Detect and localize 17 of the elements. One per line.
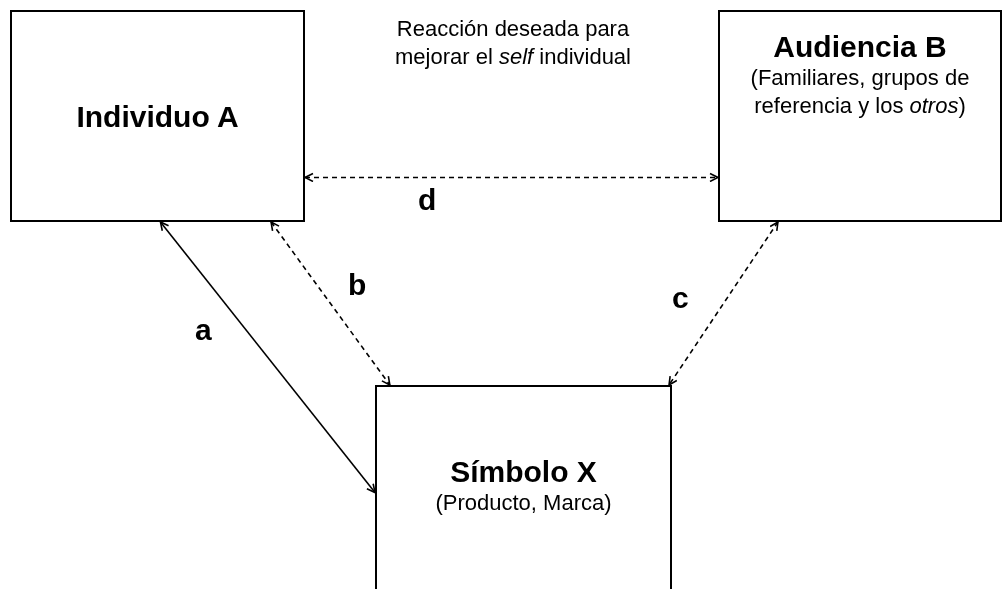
- edge-label: d: [418, 183, 437, 217]
- double-arrow: [304, 172, 719, 183]
- box-title: Individuo A: [76, 100, 239, 134]
- box-title: Símbolo X: [450, 455, 597, 489]
- double-arrow: [668, 221, 779, 386]
- edge-label: c: [672, 281, 689, 315]
- annotation-text: Reacción deseada para mejorar el self individual: [394, 15, 632, 70]
- edge-label: b: [348, 268, 367, 302]
- text-box: [718, 10, 1002, 222]
- double-arrow: [159, 221, 376, 494]
- description-text: (Familiares, grupos de referencia y los otros): [749, 64, 971, 119]
- edge-label: a: [195, 313, 212, 347]
- text-box: [375, 385, 672, 589]
- double-arrow: [270, 221, 391, 386]
- box-title: Audiencia B: [773, 30, 947, 64]
- text-box: [10, 10, 305, 222]
- description-text: (Producto, Marca): [435, 489, 612, 517]
